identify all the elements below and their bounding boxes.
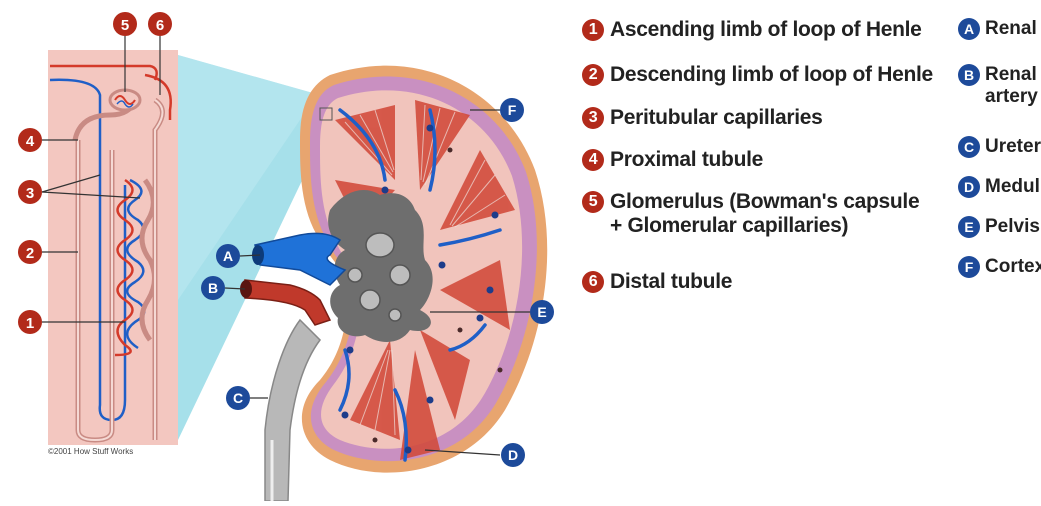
callout-A: A — [216, 244, 240, 268]
legend-item-6: 6 Distal tubule — [582, 270, 927, 294]
callout-F: F — [500, 98, 524, 122]
legend-item-1: 1 Ascending limb of loop of Henle — [582, 18, 927, 42]
svg-text:E: E — [537, 304, 546, 320]
callout-6: 6 — [148, 12, 172, 36]
callout-4: 4 — [18, 128, 42, 152]
legend-label-F: Cortex — [985, 256, 1041, 278]
legend-label-A: Renal — [985, 18, 1037, 40]
legend-badge-1: 1 — [582, 19, 604, 41]
callout-2: 2 — [18, 240, 42, 264]
legend-badge-A: A — [958, 18, 980, 40]
legend-label-C: Ureter — [985, 136, 1041, 158]
legend-badge-D: D — [958, 176, 980, 198]
legend-item-B: B Renal artery — [958, 64, 1041, 108]
legend-label-3: Peritubular capillaries — [610, 106, 823, 130]
svg-text:2: 2 — [26, 245, 34, 262]
renal-pelvis — [328, 190, 433, 342]
legend-item-5: 5 Glomerulus (Bowman's capsule + Glomeru… — [582, 190, 922, 238]
legend-item-4: 4 Proximal tubule — [582, 148, 927, 172]
callout-B: B — [201, 276, 225, 300]
glomerulus — [110, 90, 140, 110]
svg-text:4: 4 — [26, 133, 35, 150]
legend-item-F: F Cortex — [958, 256, 1041, 278]
legend-badge-B: B — [958, 64, 980, 86]
legend-item-D: D Medul — [958, 176, 1040, 198]
legend-badge-4: 4 — [582, 149, 604, 171]
legend-label-E: Pelvis — [985, 216, 1040, 238]
legend-label-D: Medul — [985, 176, 1040, 198]
renal-vessels — [240, 233, 345, 325]
svg-text:F: F — [508, 102, 517, 118]
legend-badge-E: E — [958, 216, 980, 238]
legend-label-6: Distal tubule — [610, 270, 732, 294]
legend-item-3: 3 Peritubular capillaries — [582, 106, 927, 130]
svg-text:A: A — [223, 248, 233, 264]
copyright-text: ©2001 How Stuff Works — [48, 447, 133, 456]
callout-C: C — [226, 386, 250, 410]
legend-item-E: E Pelvis — [958, 216, 1040, 238]
callout-D: D — [501, 443, 525, 467]
svg-text:D: D — [508, 447, 518, 463]
legend-item-A: A Renal — [958, 18, 1037, 40]
legend-item-C: C Ureter — [958, 136, 1041, 158]
legend-badge-3: 3 — [582, 107, 604, 129]
svg-text:5: 5 — [121, 17, 129, 34]
legend-label-5: Glomerulus (Bowman's capsule + Glomerula… — [610, 190, 922, 238]
legend-label-B: Renal artery — [985, 64, 1041, 108]
svg-text:1: 1 — [26, 315, 34, 332]
svg-text:3: 3 — [26, 185, 34, 202]
svg-text:B: B — [208, 280, 218, 296]
callout-3: 3 — [18, 180, 42, 204]
legend-badge-5: 5 — [582, 191, 604, 213]
legend-badge-6: 6 — [582, 271, 604, 293]
legend-badge-F: F — [958, 256, 980, 278]
svg-text:6: 6 — [156, 17, 164, 34]
kidney-legend: A Renal B Renal artery C Ureter D Medul … — [958, 18, 1041, 318]
legend-label-1: Ascending limb of loop of Henle — [610, 18, 922, 42]
svg-text:C: C — [233, 390, 243, 406]
legend-label-4: Proximal tubule — [610, 148, 763, 172]
legend-item-2: 2 Descending limb of loop of Henle — [582, 63, 937, 87]
callout-1: 1 — [18, 310, 42, 334]
legend-badge-C: C — [958, 136, 980, 158]
legend-badge-2: 2 — [582, 64, 604, 86]
legend-label-2: Descending limb of loop of Henle — [610, 63, 933, 87]
callout-E: E — [530, 300, 554, 324]
callout-5: 5 — [113, 12, 137, 36]
